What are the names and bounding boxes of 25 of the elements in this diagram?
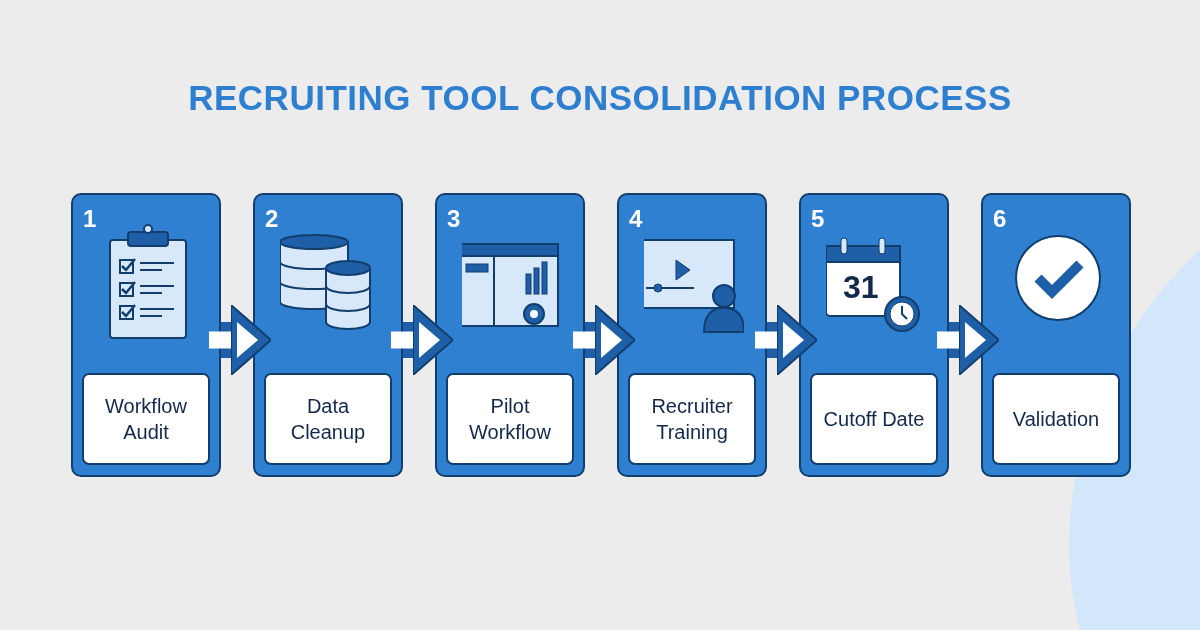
step-card <box>71 193 221 477</box>
step-card <box>617 193 767 477</box>
step-card <box>981 193 1131 477</box>
step-label: Validation <box>992 373 1120 465</box>
step-number: 2 <box>265 205 279 233</box>
flow-arrow <box>937 304 1000 376</box>
step-number: 5 <box>811 205 825 233</box>
step-label: Cutoff Date <box>810 373 938 465</box>
step-number: 6 <box>993 205 1007 233</box>
step-label: Pilot Workflow <box>446 373 574 465</box>
calendar-date: 31 <box>843 269 879 306</box>
step-number: 3 <box>447 205 461 233</box>
flow-arrow <box>391 304 454 376</box>
step-label: Recruiter Training <box>628 373 756 465</box>
flow-arrow <box>209 304 272 376</box>
step-number: 4 <box>629 205 643 233</box>
flow-arrow <box>755 304 818 376</box>
step-label: Data Cleanup <box>264 373 392 465</box>
step-label: Workflow Audit <box>82 373 210 465</box>
step-card <box>799 193 949 477</box>
step-number: 1 <box>83 205 97 233</box>
flow-arrow <box>573 304 636 376</box>
title: RECRUITING TOOL CONSOLIDATION PROCESS <box>187 78 1013 118</box>
step-card <box>435 193 585 477</box>
step-card <box>253 193 403 477</box>
